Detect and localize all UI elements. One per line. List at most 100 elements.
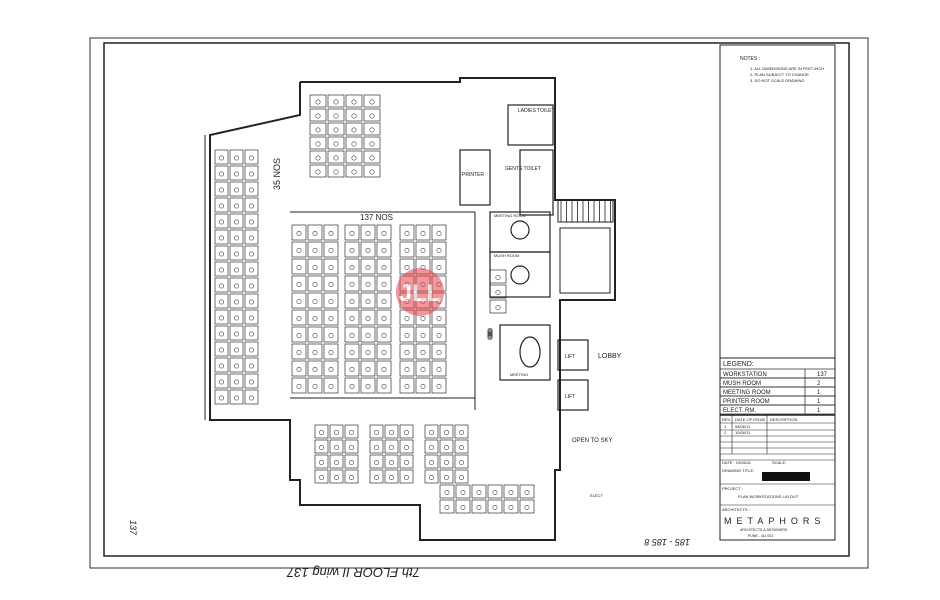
- meeting-label: MEETING: [510, 372, 528, 377]
- note-3: 3. DO NOT SCALE DRAWING: [750, 78, 804, 83]
- workstation: [439, 439, 454, 454]
- workstation: [229, 373, 244, 389]
- workstation: [229, 181, 244, 197]
- workstation: [399, 454, 414, 469]
- legend-item: WORKSTATION: [723, 372, 767, 378]
- workstation: [307, 258, 323, 275]
- workstation: [307, 343, 323, 360]
- workstation: [455, 484, 471, 499]
- workstation: [415, 343, 431, 360]
- workstation: [214, 277, 229, 293]
- workstation: [431, 224, 447, 241]
- workstation: [454, 439, 469, 454]
- workstation: [376, 292, 392, 309]
- workstation: [344, 258, 360, 275]
- legend-item: MUSH ROOM: [723, 381, 761, 387]
- workstation: [344, 377, 360, 394]
- workstation: [399, 224, 415, 241]
- workstation: [329, 454, 344, 469]
- workstation: [307, 309, 323, 326]
- workstation: [431, 377, 447, 394]
- workstation: [291, 360, 307, 377]
- workstation: [345, 108, 363, 122]
- workstation: [519, 499, 535, 514]
- date-label: DATE : 10/06/11: [722, 460, 752, 465]
- sheet-border: [89, 37, 869, 569]
- rev-date-header: DATE OF ISSUE: [735, 417, 765, 422]
- printer-label: PRINTER: [462, 172, 484, 178]
- workstation: [214, 261, 229, 277]
- workstation: [369, 439, 384, 454]
- workstation: [214, 149, 229, 165]
- workstation: [314, 454, 329, 469]
- workstation: [431, 241, 447, 258]
- workstation: [291, 309, 307, 326]
- workstation: [244, 277, 259, 293]
- workstation: [323, 241, 339, 258]
- workstation: [329, 439, 344, 454]
- workstation: [503, 499, 519, 514]
- workstation: [471, 499, 487, 514]
- workstation: [369, 469, 384, 484]
- rev-2-no: 2: [724, 430, 727, 435]
- workstation: [344, 224, 360, 241]
- workstation: [376, 309, 392, 326]
- workstation: [229, 213, 244, 229]
- workstation: [323, 343, 339, 360]
- workstation: [431, 360, 447, 377]
- workstation: [229, 229, 244, 245]
- legend-heading: LEGEND:: [723, 361, 754, 368]
- workstation: [244, 181, 259, 197]
- workstation: [489, 284, 507, 299]
- open-to-sky-label: OPEN TO SKY: [572, 438, 612, 444]
- rev-header: REV.: [722, 417, 731, 422]
- legend-count: 137: [817, 372, 828, 378]
- workstation: [369, 454, 384, 469]
- workstation: [384, 439, 399, 454]
- workstation: [363, 150, 381, 164]
- workstation: [214, 373, 229, 389]
- workstation: [291, 224, 307, 241]
- workstation: [376, 258, 392, 275]
- handwritten-dimension-note: 185 - 185 8: [644, 537, 690, 547]
- workstation: [229, 293, 244, 309]
- workstation: [244, 357, 259, 373]
- workstation: [344, 326, 360, 343]
- workstation: [323, 360, 339, 377]
- legend-count: 1: [817, 399, 821, 405]
- lift-2-label: LIFT: [565, 394, 575, 400]
- workstation: [487, 334, 493, 340]
- workstation: [424, 424, 439, 439]
- workstation: [439, 454, 454, 469]
- workstation: [214, 309, 229, 325]
- workstation: [439, 484, 455, 499]
- workstation: [399, 360, 415, 377]
- workstation: [327, 94, 345, 108]
- workstation: [314, 439, 329, 454]
- legend-count: 1: [817, 390, 821, 396]
- workstation: [229, 357, 244, 373]
- workstation: [244, 389, 259, 405]
- workstation: [229, 197, 244, 213]
- workstation: [344, 309, 360, 326]
- workstation: [376, 241, 392, 258]
- workstation: [244, 213, 259, 229]
- workstation: [323, 309, 339, 326]
- workstation: [384, 424, 399, 439]
- workstation: [439, 499, 455, 514]
- workstation: [519, 484, 535, 499]
- workstation: [291, 343, 307, 360]
- workstation: [345, 164, 363, 178]
- legend-count: 1: [817, 408, 821, 414]
- workstation: [327, 108, 345, 122]
- workstation: [376, 377, 392, 394]
- workstation: [431, 326, 447, 343]
- workstation: [291, 258, 307, 275]
- workstation: [376, 326, 392, 343]
- workstation: [214, 389, 229, 405]
- workstation: [399, 377, 415, 394]
- workstation: [244, 325, 259, 341]
- workstation: [309, 108, 327, 122]
